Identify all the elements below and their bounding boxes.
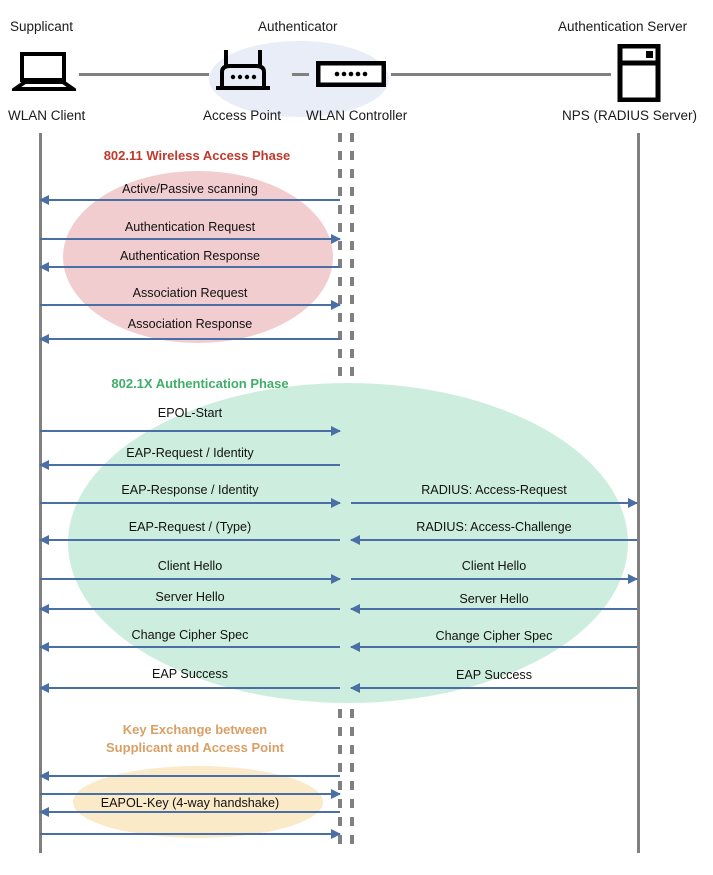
- arrow-server-hello-right: [350, 604, 637, 614]
- msg-eap-success-right: EAP Success: [455, 668, 533, 682]
- phase-label-key-exchange: Key Exchange between Supplicant and Acce…: [60, 721, 330, 757]
- msg-eap-success-left: EAP Success: [151, 667, 229, 681]
- actor-device-nps: NPS (RADIUS Server): [562, 108, 698, 123]
- msg-association-response: Association Response: [127, 317, 253, 331]
- arrow-eap-success-left: [39, 683, 340, 693]
- msg-authentication-request: Authentication Request: [124, 220, 256, 234]
- arrow-radius-access-challenge: [350, 535, 637, 545]
- arrow-association-request: [40, 300, 341, 310]
- msg-association-request: Association Request: [132, 286, 248, 300]
- server-icon: [617, 43, 661, 107]
- arrow-active-passive-scanning: [39, 195, 340, 205]
- arrow-radius-access-request: [351, 498, 638, 508]
- arrow-eapol-key-1: [39, 771, 340, 781]
- connector-ap-controller: [292, 73, 309, 76]
- arrow-client-hello-left: [40, 574, 341, 584]
- lifeline-supplicant: [39, 133, 42, 853]
- arrow-client-hello-right: [351, 574, 638, 584]
- arrow-authentication-response: [39, 262, 340, 272]
- actor-device-wlan-client: WLAN Client: [8, 108, 86, 123]
- msg-eap-request-identity: EAP-Request / Identity: [126, 446, 254, 460]
- phase-label-wireless-access: 802.11 Wireless Access Phase: [103, 148, 291, 163]
- phase-label-dot1x: 802.1X Authentication Phase: [111, 376, 289, 391]
- connector-client-ap: [79, 73, 209, 76]
- msg-client-hello-left: Client Hello: [157, 559, 223, 573]
- msg-server-hello-right: Server Hello: [459, 592, 529, 606]
- actor-role-supplicant: Supplicant: [10, 19, 74, 34]
- msg-eap-request-type: EAP-Request / (Type): [128, 520, 252, 534]
- msg-authentication-response: Authentication Response: [119, 249, 261, 263]
- msg-eapol-start: EPOL-Start: [157, 406, 223, 420]
- msg-server-hello-left: Server Hello: [155, 590, 225, 604]
- msg-radius-access-request: RADIUS: Access-Request: [421, 483, 567, 497]
- arrow-eap-request-type: [39, 535, 340, 545]
- arrow-eap-request-identity: [39, 460, 340, 470]
- arrow-eapol-key-2: [40, 789, 341, 799]
- msg-change-cipher-spec-right: Change Cipher Spec: [435, 629, 553, 643]
- arrow-change-cipher-spec-right: [350, 642, 637, 652]
- lifeline-nps: [637, 133, 640, 853]
- phase-label-key-exchange-line2: Supplicant and Access Point: [106, 740, 284, 755]
- arrow-server-hello-left: [39, 604, 340, 614]
- arrow-eap-success-right: [350, 683, 637, 693]
- connector-controller-nps: [391, 73, 611, 76]
- arrow-association-response: [39, 334, 340, 344]
- arrow-authentication-request: [40, 234, 341, 244]
- msg-active-passive-scanning: Active/Passive scanning: [122, 182, 258, 196]
- arrow-eapol-start: [40, 426, 341, 436]
- msg-eap-response-identity: EAP-Response / Identity: [121, 483, 259, 497]
- phase-ellipse-dot1x: [68, 383, 628, 703]
- arrow-eapol-key-4: [40, 829, 341, 839]
- msg-radius-access-challenge: RADIUS: Access-Challenge: [416, 520, 572, 534]
- phase-ellipse-key-exchange: [73, 766, 323, 838]
- arrow-change-cipher-spec-left: [39, 642, 340, 652]
- wlan-controller-icon: [315, 60, 387, 92]
- actor-role-authentication-server: Authentication Server: [558, 19, 688, 34]
- msg-change-cipher-spec-left: Change Cipher Spec: [131, 628, 249, 642]
- laptop-icon: [8, 52, 80, 97]
- actor-device-wlan-controller: WLAN Controller: [306, 108, 408, 123]
- phase-label-key-exchange-line1: Key Exchange between: [122, 722, 268, 737]
- arrow-eap-response-identity: [40, 498, 341, 508]
- msg-client-hello-right: Client Hello: [461, 559, 527, 573]
- access-point-icon: [212, 48, 274, 99]
- msg-eapol-key: EAPOL-Key (4-way handshake): [100, 796, 280, 810]
- actor-device-access-point: Access Point: [203, 108, 282, 123]
- actor-role-authenticator: Authenticator: [258, 19, 338, 34]
- arrow-eapol-key-3: [39, 807, 340, 817]
